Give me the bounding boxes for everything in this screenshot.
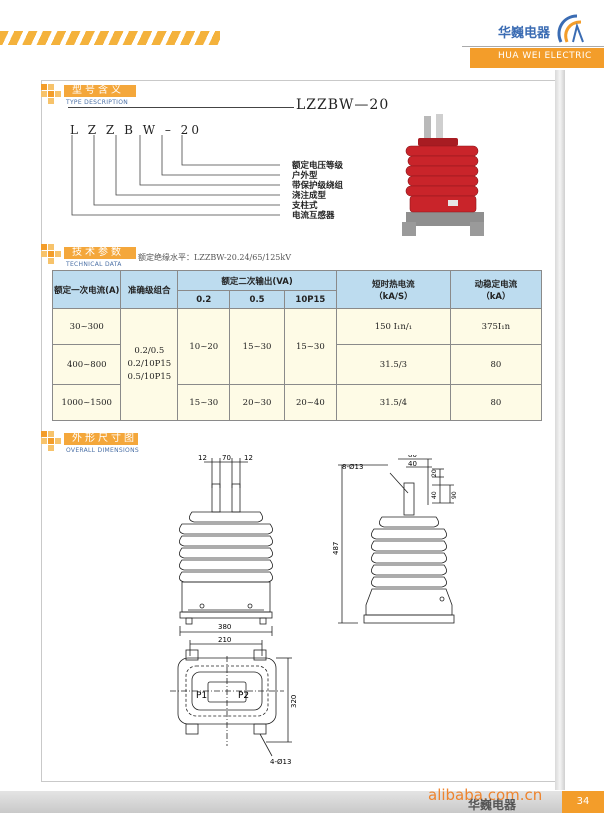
terminal-p2: P2 <box>238 691 249 701</box>
dim-holes-top: 8-Ø13 <box>342 463 363 471</box>
page-number: 34 <box>562 791 604 813</box>
section-title-type: 型号含义 <box>64 85 136 97</box>
th-secondary-output: 额定二次输出(VA) <box>177 270 338 291</box>
model-meaning-5: 支柱式 <box>292 201 318 211</box>
cell-out: 20~30 <box>229 384 285 421</box>
model-meaning-3: 带保护级绕组 <box>292 181 344 191</box>
th-primary-current: 额定一次电流(A) <box>51 270 122 309</box>
th-dynamic-current: 动稳定电流（kA） <box>449 270 543 309</box>
footer-bar <box>0 791 604 813</box>
model-meaning-4: 浇注成型 <box>292 191 327 201</box>
dim-40a: 40 <box>408 460 417 468</box>
cell-primary: 1000~1500 <box>51 384 122 421</box>
model-meaning-1: 额定电压等级 <box>292 161 344 171</box>
dim-210: 210 <box>218 636 231 644</box>
plan-view-drawing: 210 320 P1 P2 4-Ø13 <box>170 636 298 766</box>
dim-380: 380 <box>218 623 231 631</box>
cell-primary: 400~800 <box>51 344 122 385</box>
th-out-10p15: 10P15 <box>283 290 338 309</box>
footer-brand: 华巍电器 <box>468 798 517 812</box>
brand-name-en: HUA WEI ELECTRIC <box>498 51 592 61</box>
th-thermal-current: 短时热电流（kA/S） <box>336 270 451 309</box>
brand-name-cn: 华巍电器 <box>498 26 551 41</box>
cell-thermal: 31.5/3 <box>336 344 451 385</box>
dim-90: 90 <box>451 491 458 499</box>
th-accuracy: 准确级组合 <box>120 270 179 309</box>
section-title-dims: 外形尺寸图 <box>64 433 138 445</box>
cell-thermal: 31.5/4 <box>336 384 451 421</box>
dim-holes-base: 4-Ø13 <box>270 758 291 766</box>
cell-dynamic: 80 <box>449 384 543 421</box>
brand-logo-icon <box>557 14 584 43</box>
insulation-note: 额定绝缘水平：LZZBW-20.24/65/125kV <box>138 253 292 262</box>
product-photo <box>402 114 484 236</box>
cell-primary: 30~300 <box>51 308 122 345</box>
section-subtitle-dims: OVERALL DIMENSIONS <box>66 447 139 454</box>
cell-out: 15~30 <box>283 308 338 385</box>
th-out-02: 0.2 <box>177 290 231 309</box>
dim-40b: 40 <box>431 491 438 499</box>
model-title: LZZBW—20 <box>296 97 390 113</box>
cell-out: 10~20 <box>177 308 231 385</box>
side-view-drawing: 8-Ø13 80 40 20 40 90 487 <box>332 455 458 624</box>
model-code: L Z Z B W – 20 <box>70 123 202 137</box>
dim-20: 20 <box>431 469 438 477</box>
dim-12-right: 12 <box>244 454 253 462</box>
section-subtitle-tech: TECHNICAL DATA <box>66 261 122 268</box>
cell-dynamic: 375I₁n <box>449 308 543 345</box>
section-diamond-icon <box>41 244 61 264</box>
cell-out: 15~30 <box>229 308 285 385</box>
model-breakdown-lines <box>71 135 280 216</box>
watermark: alibaba.com.cn <box>428 786 543 804</box>
dim-487: 487 <box>332 542 340 555</box>
cell-out: 15~30 <box>177 384 231 421</box>
dim-70: 70 <box>222 454 231 462</box>
brand-divider <box>462 46 604 47</box>
section-subtitle-type: TYPE DESCRIPTION <box>66 99 129 106</box>
brand-bar <box>470 48 604 68</box>
dim-12-left: 12 <box>198 454 207 462</box>
section-diamond-icon <box>41 431 61 451</box>
front-view-drawing: 12 70 12 380 <box>179 454 273 636</box>
spec-table: 额定一次电流(A) 准确级组合 额定二次输出(VA) 短时热电流（kA/S） 动… <box>51 270 543 421</box>
model-meaning-6: 电流互感器 <box>292 211 335 221</box>
cell-thermal: 150 I₁n/₁ <box>336 308 451 345</box>
right-edge-bar <box>555 70 565 790</box>
cell-accuracy-combos: 0.2/0.5 0.2/10P15 0.5/10P15 <box>120 308 179 421</box>
model-meaning-2: 户外型 <box>292 171 318 181</box>
dim-80a: 80 <box>408 455 417 459</box>
header-stripes <box>0 31 220 45</box>
dim-320: 320 <box>290 695 298 708</box>
section-title-tech: 技术参数 <box>64 247 136 259</box>
th-out-05: 0.5 <box>229 290 285 309</box>
cell-dynamic: 80 <box>449 344 543 385</box>
section-diamond-icon <box>41 84 61 104</box>
cell-out: 20~40 <box>283 384 338 421</box>
terminal-p1: P1 <box>196 691 207 701</box>
model-title-rule <box>68 107 294 108</box>
